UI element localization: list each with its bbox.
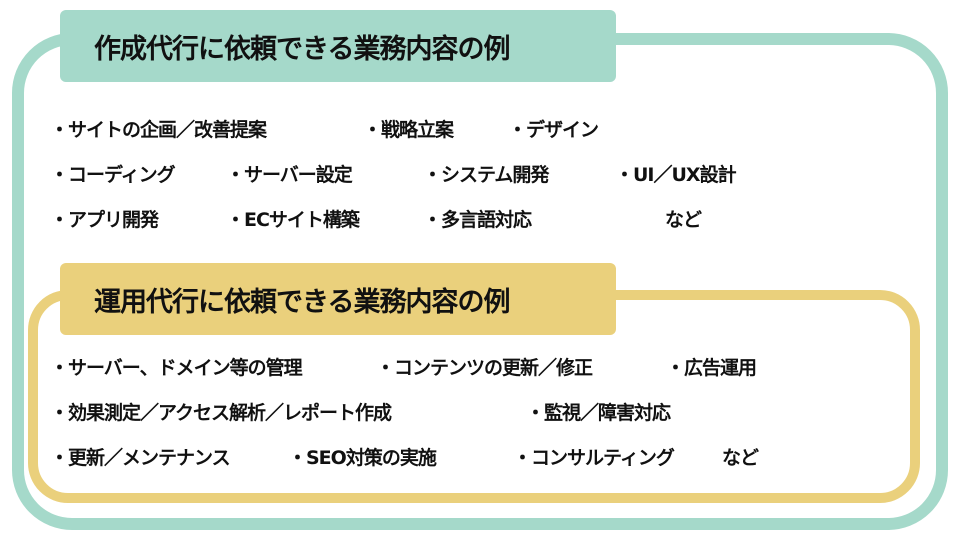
list-item: ・SEO対策の実施 — [288, 447, 437, 469]
list-item: ・コーディング — [50, 164, 176, 186]
etc-label: など — [722, 447, 759, 469]
production-section-header: 作成代行に依頼できる業務内容の例 — [60, 10, 616, 82]
list-item: ・サイトの企画／改善提案 — [50, 119, 267, 141]
list-item: ・システム開発 — [423, 164, 549, 186]
list-item: ・コンテンツの更新／修正 — [376, 357, 593, 379]
list-item: ・更新／メンテナンス — [50, 447, 231, 469]
production-section-title: 作成代行に依頼できる業務内容の例 — [94, 33, 510, 65]
list-item: ・多言語対応 — [423, 209, 532, 231]
list-item: ・広告運用 — [666, 357, 757, 379]
list-item: ・UI／UX設計 — [615, 164, 737, 186]
list-item: ・コンサルティング — [513, 447, 675, 469]
list-item: ・監視／障害対応 — [526, 402, 671, 424]
operation-section-header: 運用代行に依頼できる業務内容の例 — [60, 263, 616, 335]
list-item: ・サーバー設定 — [226, 164, 353, 186]
list-item: ・サーバー、ドメイン等の管理 — [50, 357, 303, 379]
list-item: ・効果測定／アクセス解析／レポート作成 — [50, 402, 392, 424]
etc-label: など — [665, 209, 702, 231]
list-item: ・アプリ開発 — [50, 209, 159, 231]
list-item: ・戦略立案 — [363, 119, 454, 141]
operation-section-title: 運用代行に依頼できる業務内容の例 — [94, 286, 510, 318]
list-item: ・デザイン — [508, 119, 599, 141]
list-item: ・ECサイト構築 — [226, 209, 360, 231]
